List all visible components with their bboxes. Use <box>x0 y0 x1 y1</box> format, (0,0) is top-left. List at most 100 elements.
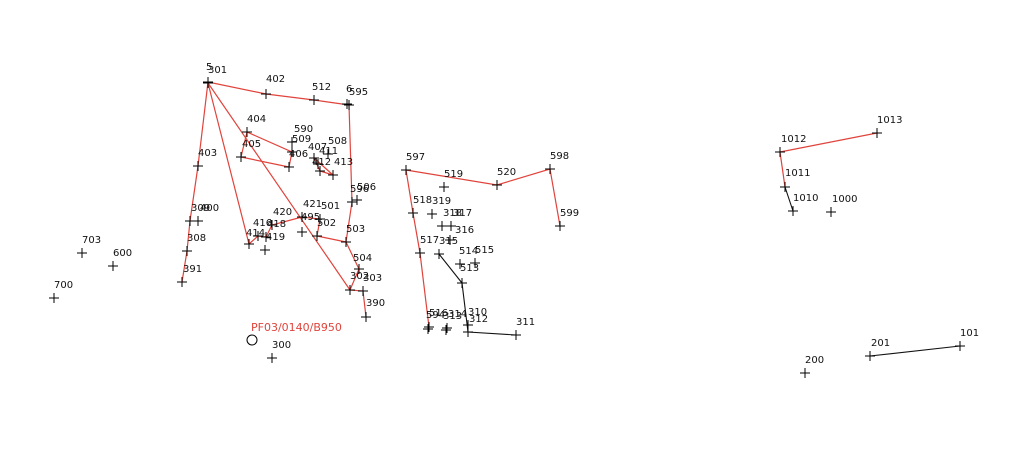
survey-point-509: 509 <box>287 134 311 157</box>
survey-point-420: 420 <box>267 207 292 230</box>
crosshair-icon <box>182 246 192 256</box>
survey-point-201: 201 <box>865 338 890 361</box>
boundary-line-10 <box>779 151 786 188</box>
survey-point-405: 405 <box>236 139 261 162</box>
crosshair-icon <box>77 248 87 258</box>
crosshair-icon <box>826 207 836 217</box>
crosshair-icon <box>441 325 451 335</box>
point-label: 419 <box>266 232 285 243</box>
crosshair-icon <box>49 293 59 303</box>
point-label: 700 <box>54 280 73 291</box>
point-label: 516 <box>429 308 448 319</box>
survey-point-406: 406 <box>284 149 308 172</box>
line-12 <box>438 253 517 336</box>
survey-point-303: 303 <box>358 273 382 296</box>
point-label: 391 <box>183 264 202 275</box>
survey-point-1010: 1010 <box>788 193 818 216</box>
point-label: 300 <box>272 340 291 351</box>
crosshair-icon <box>253 231 263 241</box>
survey-point-596: 596 <box>347 184 369 207</box>
survey-point-508: 508 <box>323 136 347 159</box>
crosshair-icon <box>455 259 465 269</box>
crosshair-icon <box>800 368 810 378</box>
survey-point-407: 407 <box>308 142 327 163</box>
crosshair-icon <box>236 152 246 162</box>
crosshair-icon <box>323 149 333 159</box>
boundary-line-1 <box>181 81 209 283</box>
survey-point-412: 412 <box>312 157 331 176</box>
survey-point-418: 418 <box>261 219 286 242</box>
survey-point-515: 515 <box>470 245 494 268</box>
survey-point-319: 319 <box>427 196 451 219</box>
survey-point-597: 597 <box>401 152 425 175</box>
point-label: 201 <box>871 338 890 349</box>
survey-point-512: 512 <box>309 82 331 105</box>
reference-layer: PF03/0140/B950 <box>246 321 342 346</box>
circle-marker-icon <box>246 334 258 346</box>
point-label: 596 <box>350 184 369 195</box>
crosshair-icon <box>955 341 965 351</box>
point-label: 312 <box>469 314 488 325</box>
point-label: 506 <box>357 182 376 193</box>
point-label: 402 <box>266 74 285 85</box>
boundary-line-7 <box>405 168 561 227</box>
point-label: 598 <box>550 151 569 162</box>
crosshair-icon <box>872 128 882 138</box>
survey-point-1012: 1012 <box>775 134 806 157</box>
point-label: 405 <box>242 139 261 150</box>
point-label: 509 <box>292 134 311 145</box>
point-label: 404 <box>247 114 266 125</box>
survey-point-504: 504 <box>353 253 372 274</box>
survey-point-416: 416 <box>253 218 272 241</box>
survey-point-514: 514 <box>455 246 478 269</box>
survey-point-516: 516 <box>424 308 448 332</box>
point-label: 1010 <box>793 193 818 204</box>
point-label: 519 <box>444 169 463 180</box>
survey-point-594: 594 <box>423 310 445 334</box>
survey-point-101: 101 <box>955 328 979 351</box>
survey-point-404: 404 <box>242 114 266 137</box>
crosshair-icon <box>193 161 203 171</box>
point-label: 400 <box>200 203 219 214</box>
point-label: 413 <box>334 157 353 168</box>
point-label: 412 <box>312 157 331 168</box>
crosshair-icon <box>193 216 203 226</box>
survey-point-390: 390 <box>361 298 385 322</box>
survey-point-311: 311 <box>511 317 535 340</box>
point-label: 5 <box>206 62 212 73</box>
crosshair-icon <box>261 89 271 99</box>
survey-point-703: 703 <box>77 235 101 258</box>
crosshair-icon <box>287 137 297 147</box>
survey-point-506: 506 <box>352 182 376 205</box>
crosshair-icon <box>865 351 875 361</box>
crosshair-icon <box>328 170 338 180</box>
boundary-line-5 <box>207 82 351 291</box>
point-label: 1013 <box>877 115 902 126</box>
boundary-line-9 <box>779 132 878 153</box>
point-label: 314 <box>448 309 467 320</box>
point-label: 414 <box>246 228 265 239</box>
survey-point-300: 300 <box>267 340 291 363</box>
point-label: 590 <box>294 124 313 135</box>
crosshair-icon <box>408 208 418 218</box>
crosshair-icon <box>284 162 294 172</box>
point-label: 502 <box>317 218 336 229</box>
crosshair-icon <box>424 322 434 332</box>
crosshair-icon <box>297 227 307 237</box>
point-label: 403 <box>198 148 217 159</box>
crosshair-icon <box>401 165 411 175</box>
crosshair-icon <box>446 221 456 231</box>
point-label: 318 <box>443 208 462 219</box>
crosshair-icon <box>177 277 187 287</box>
survey-point-517: 517 <box>415 235 439 258</box>
crosshair-icon <box>470 258 480 268</box>
crosshair-icon <box>511 330 521 340</box>
point-label: 309 <box>191 203 210 214</box>
boundary-line-2 <box>345 104 367 318</box>
point-label: 406 <box>289 149 308 160</box>
survey-point-1011: 1011 <box>780 168 810 192</box>
point-label: 315 <box>439 236 458 247</box>
crosshair-icon <box>313 159 323 169</box>
survey-point-411: 411 <box>313 146 338 169</box>
